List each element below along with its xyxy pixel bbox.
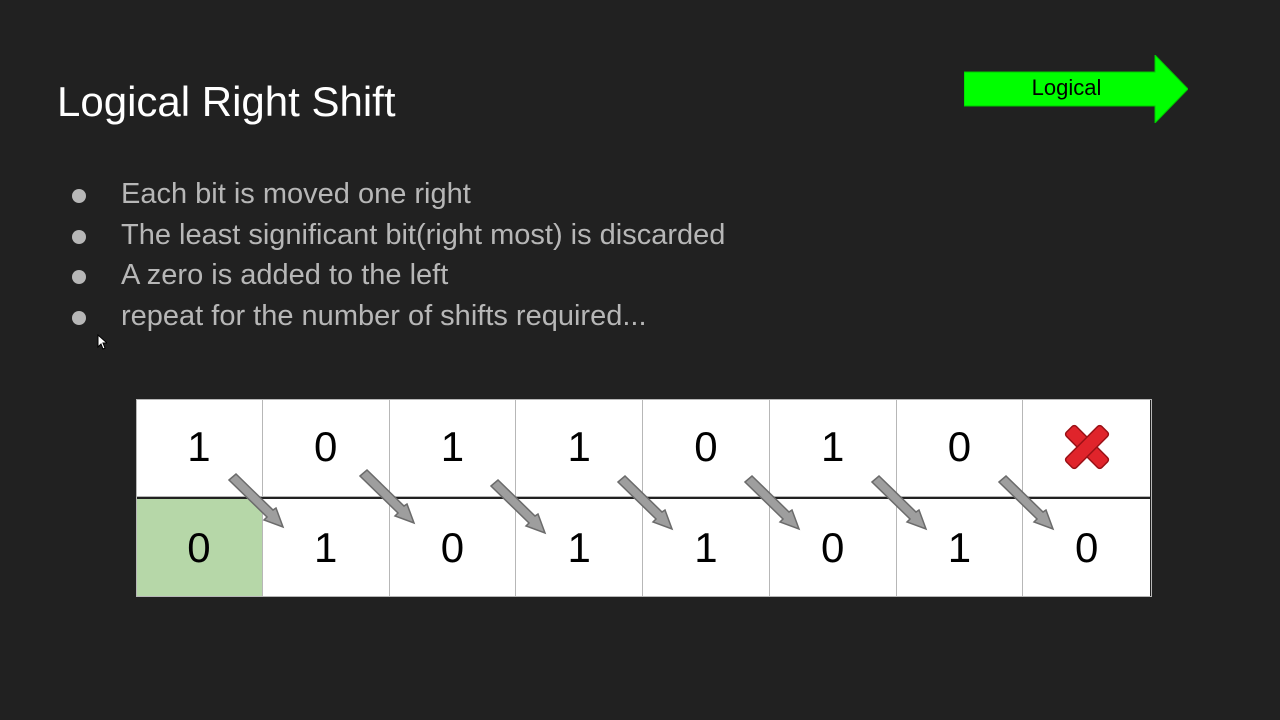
bullet-dot-icon (72, 229, 86, 244)
bottom-bit-cell: 1 (262, 499, 390, 597)
top-bit-cell: 1 (516, 399, 643, 497)
top-bit-cell: 0 (643, 399, 770, 497)
bullet-text: repeat for the number of shifts required… (121, 299, 647, 332)
right-arrow-icon (964, 55, 1188, 123)
bullet-text: A zero is added to the left (121, 259, 449, 291)
slide-title: Logical Right Shift (57, 78, 396, 125)
bullet-text: The least significant bit(right most) is… (121, 218, 726, 251)
mouse-cursor-icon (97, 334, 107, 350)
badge-label: Logical (1031, 75, 1102, 100)
bullet-item: Each bit is moved one right (68, 174, 725, 215)
bullet-list: Each bit is moved one right The least si… (68, 174, 725, 336)
bottom-bit-cell: 0 (389, 499, 517, 597)
bullet-item: repeat for the number of shifts required… (68, 296, 725, 337)
top-bit-cell: 1 (136, 399, 263, 497)
top-bit-cell: 0 (262, 399, 390, 497)
bullet-text: Each bit is moved one right (121, 178, 471, 210)
bullet-dot-icon (72, 189, 86, 203)
inserted-zero-cell: 0 (136, 499, 263, 597)
bottom-bit-cell: 1 (516, 499, 643, 597)
discarded-bit-cell (1023, 399, 1150, 497)
bottom-bit-cell: 1 (643, 499, 770, 597)
bullet-dot-icon (72, 310, 86, 325)
bottom-bit-cell: 0 (1023, 499, 1150, 597)
top-bit-cell: 0 (896, 399, 1024, 497)
red-x-icon (1064, 425, 1109, 470)
bottom-bit-cell: 0 (769, 499, 897, 597)
shift-diagram: 1 0 1 1 0 1 0 0 1 0 1 1 0 1 0 (136, 399, 1152, 597)
logical-arrow-badge: Logical (964, 55, 1188, 123)
top-bit-cell: 1 (389, 399, 517, 497)
bullet-item: A zero is added to the left (68, 255, 725, 296)
bullet-item: The least significant bit(right most) is… (68, 215, 725, 256)
bottom-bit-cell: 1 (896, 499, 1024, 597)
bullet-dot-icon (72, 270, 86, 284)
top-bit-cell: 1 (769, 399, 897, 497)
